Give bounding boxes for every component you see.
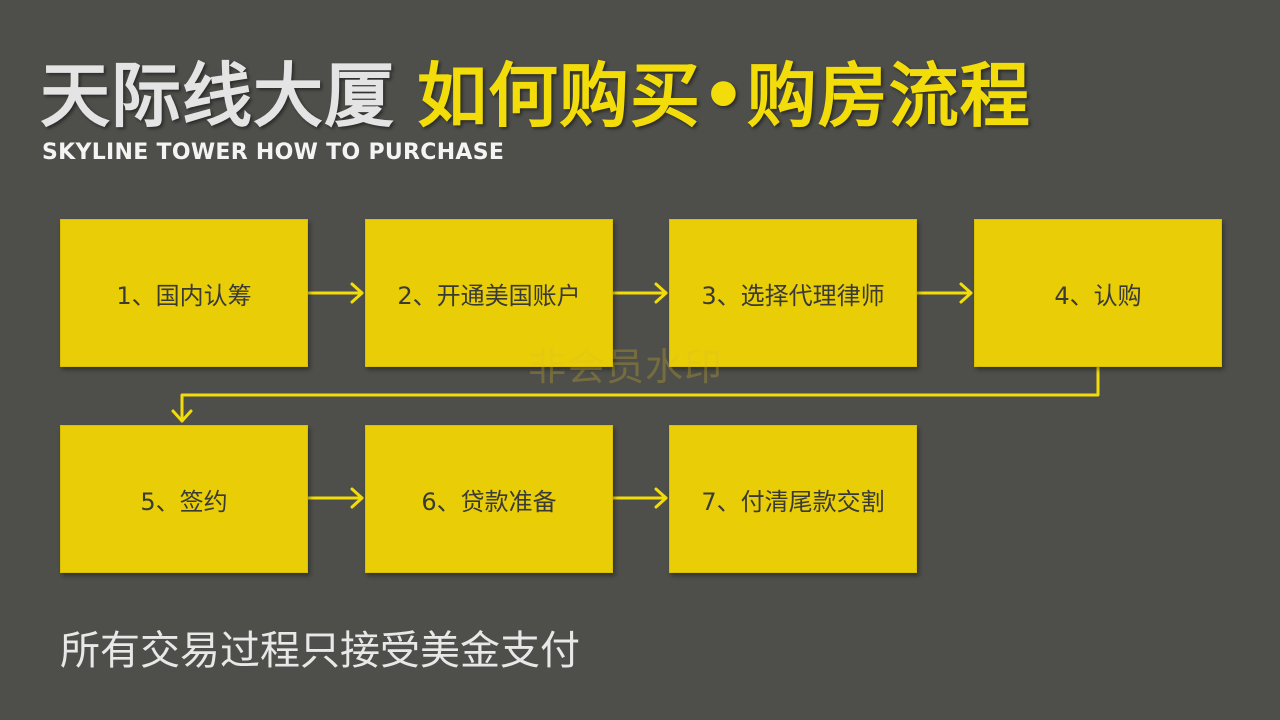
page-subtitle: SKYLINE TOWER HOW TO PURCHASE [42, 140, 505, 165]
arrow-3-to-4 [914, 282, 973, 304]
arrow-5-to-6 [305, 487, 364, 509]
step-4-box: 4、认购 [974, 219, 1222, 367]
payment-note: 所有交易过程只接受美金支付 [60, 628, 580, 674]
step-7-label: 7、付清尾款交割 [701, 487, 885, 516]
arrow-1-to-2 [305, 282, 364, 304]
watermark-text: 非会员水印 [528, 345, 724, 389]
step-5-box: 5、签约 [60, 425, 308, 573]
step-1-box: 1、国内认筹 [60, 219, 308, 367]
title-highlight: 如何购买•购房流程 [417, 55, 1031, 137]
page-title: 天际线大厦如何购买•购房流程 [40, 52, 1031, 140]
step-2-box: 2、开通美国账户 [365, 219, 613, 367]
title-main: 天际线大厦 [40, 55, 395, 137]
arrow-2-to-3 [610, 282, 668, 304]
step-1-label: 1、国内认筹 [116, 281, 252, 310]
step-3-label: 3、选择代理律师 [701, 281, 885, 310]
step-6-label: 6、贷款准备 [421, 487, 557, 516]
step-3-box: 3、选择代理律师 [669, 219, 917, 367]
step-4-label: 4、认购 [1054, 281, 1142, 310]
step-5-label: 5、签约 [140, 487, 228, 516]
step-7-box: 7、付清尾款交割 [669, 425, 917, 573]
step-2-label: 2、开通美国账户 [397, 281, 581, 310]
arrow-6-to-7 [610, 487, 668, 509]
step-6-box: 6、贷款准备 [365, 425, 613, 573]
